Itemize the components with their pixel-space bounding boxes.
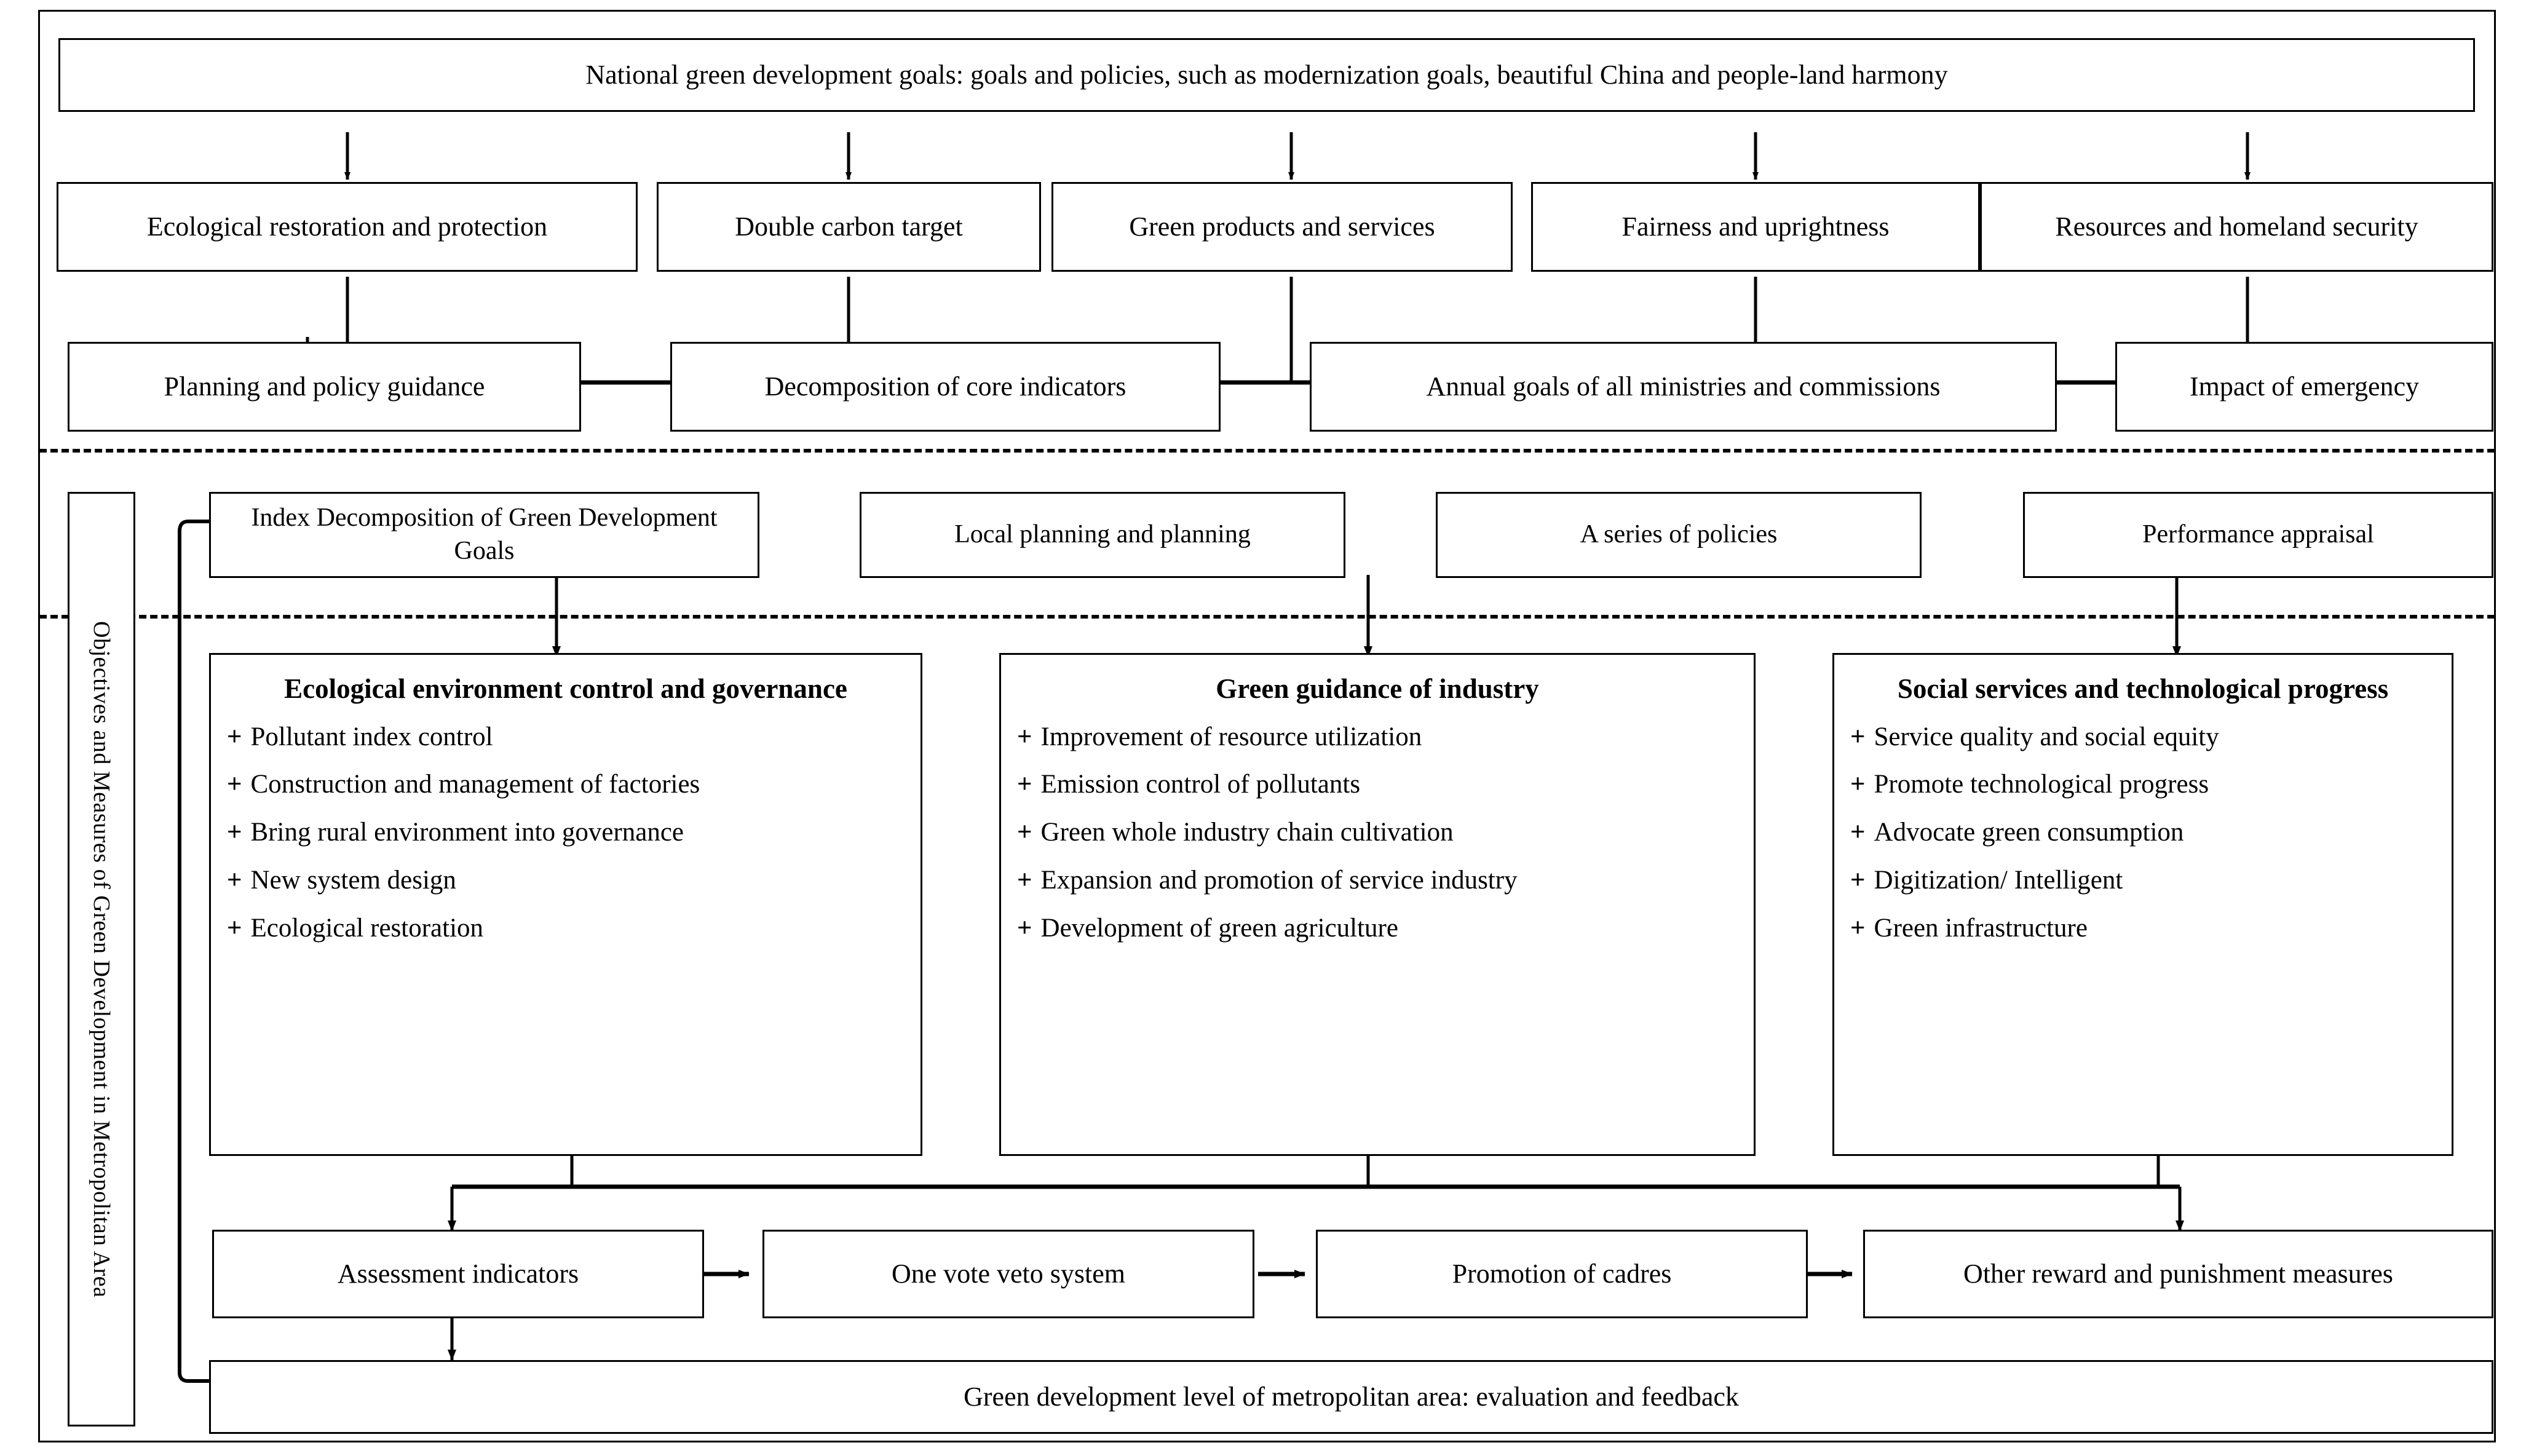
- instrument-box-annual-goals-ministries[interactable]: Annual goals of all ministries and commi…: [1310, 342, 2057, 432]
- goal-box-ecological-restoration[interactable]: Ecological restoration and protection: [57, 182, 638, 272]
- goal-box-label: Resources and homeland security: [2055, 211, 2418, 242]
- panel-green-guidance-of-industry[interactable]: Green guidance of industry + Improvement …: [999, 653, 1756, 1156]
- panel-item-label: Development of green agriculture: [1040, 913, 1398, 943]
- instrument-box-impact-of-emergency[interactable]: Impact of emergency: [2115, 342, 2493, 432]
- plus-icon: +: [1017, 865, 1032, 895]
- goal-box-resources-homeland-security[interactable]: Resources and homeland security: [1980, 182, 2493, 272]
- panel-item-label: Green infrastructure: [1874, 913, 2088, 943]
- plus-icon: +: [1850, 722, 1866, 751]
- panel-list-item: + Pollutant index control: [227, 721, 905, 754]
- top-banner-label: National green development goals: goals …: [585, 59, 1948, 90]
- panel-list-item: + New system design: [227, 864, 905, 897]
- local-box-local-planning[interactable]: Local planning and planning: [860, 492, 1345, 578]
- panel-list-item: + Digitization/ Intelligent: [1850, 864, 2436, 897]
- panel-list-item: + Emission control of pollutants: [1017, 768, 1738, 801]
- goal-box-double-carbon-target[interactable]: Double carbon target: [657, 182, 1041, 272]
- goal-box-fairness-uprightness[interactable]: Fairness and uprightness: [1531, 182, 1980, 272]
- panel-list-item: + Expansion and promotion of service indu…: [1017, 864, 1738, 897]
- bottom-banner: Green development level of metropolitan …: [209, 1360, 2493, 1434]
- panel-title: Green guidance of industry: [1216, 673, 1539, 704]
- bottom-banner-label: Green development level of metropolitan …: [964, 1381, 1739, 1412]
- panel-item-label: Bring rural environment into governance: [250, 818, 684, 847]
- dashed-separator-lower: [39, 615, 2495, 619]
- panel-ecological-environment-control[interactable]: Ecological environment control and gover…: [209, 653, 922, 1156]
- panel-item-label: Promote technological progress: [1874, 770, 2209, 799]
- local-box-label: A series of policies: [1580, 520, 1778, 549]
- goal-box-label: Fairness and uprightness: [1621, 211, 1890, 242]
- panel-list-item: + Development of green agriculture: [1017, 912, 1738, 945]
- panel-title: Ecological environment control and gover…: [284, 673, 847, 704]
- panel-item-label: Green whole industry chain cultivation: [1040, 818, 1454, 847]
- top-banner: National green development goals: goals …: [58, 38, 2475, 112]
- panel-item-list: + Pollutant index control + Construction a…: [227, 721, 905, 945]
- plus-icon: +: [1017, 913, 1032, 943]
- panel-item-label: Expansion and promotion of service indus…: [1040, 865, 1518, 895]
- panel-list-item: + Construction and management of factorie…: [227, 768, 905, 801]
- instrument-box-label: Impact of emergency: [2189, 371, 2419, 402]
- plus-icon: +: [227, 865, 242, 895]
- assessment-box-label: Promotion of cadres: [1452, 1258, 1672, 1289]
- panel-item-label: New system design: [250, 865, 456, 895]
- panel-list-item: + Service quality and social equity: [1850, 721, 2436, 754]
- plus-icon: +: [1850, 913, 1866, 943]
- panel-list-item: + Green infrastructure: [1850, 912, 2436, 945]
- panel-item-label: Digitization/ Intelligent: [1874, 865, 2123, 895]
- panel-item-label: Construction and management of factories: [250, 770, 700, 799]
- instrument-box-label: Annual goals of all ministries and commi…: [1426, 371, 1941, 402]
- panel-item-label: Improvement of resource utilization: [1040, 722, 1422, 751]
- instrument-box-planning-policy-guidance[interactable]: Planning and policy guidance: [68, 342, 581, 432]
- assessment-box-other-reward-punishment[interactable]: Other reward and punishment measures: [1863, 1230, 2493, 1318]
- plus-icon: +: [1017, 722, 1032, 751]
- panel-title: Social services and technological progre…: [1897, 673, 2389, 704]
- assessment-box-one-vote-veto-system[interactable]: One vote veto system: [762, 1230, 1254, 1318]
- panel-list-item: + Green whole industry chain cultivation: [1017, 816, 1738, 849]
- vertical-side-label: Objectives and Measures of Green Develop…: [68, 492, 135, 1426]
- plus-icon: +: [227, 818, 242, 847]
- local-box-index-decomposition[interactable]: Index Decomposition of Green Development…: [209, 492, 759, 578]
- local-box-performance-appraisal[interactable]: Performance appraisal: [2023, 492, 2493, 578]
- assessment-box-label: Assessment indicators: [337, 1258, 579, 1289]
- local-box-label: Index Decomposition of Green Development…: [251, 504, 718, 565]
- panel-list-item: + Bring rural environment into governance: [227, 816, 905, 849]
- panel-social-services-technological-progress[interactable]: Social services and technological progre…: [1832, 653, 2453, 1156]
- instrument-box-label: Planning and policy guidance: [164, 371, 485, 402]
- plus-icon: +: [1850, 865, 1866, 895]
- goal-box-label: Ecological restoration and protection: [146, 211, 548, 242]
- plus-icon: +: [1017, 770, 1032, 799]
- assessment-box-promotion-of-cadres[interactable]: Promotion of cadres: [1316, 1230, 1808, 1318]
- assessment-box-assessment-indicators[interactable]: Assessment indicators: [212, 1230, 704, 1318]
- vertical-side-label-text: Objectives and Measures of Green Develop…: [89, 620, 114, 1298]
- plus-icon: +: [227, 913, 242, 943]
- assessment-box-label: One vote veto system: [891, 1258, 1126, 1289]
- panel-list-item: + Improvement of resource utilization: [1017, 721, 1738, 754]
- plus-icon: +: [1850, 770, 1866, 799]
- dashed-separator-upper: [39, 449, 2495, 453]
- local-box-label: Performance appraisal: [2142, 520, 2374, 549]
- instrument-box-label: Decomposition of core indicators: [764, 371, 1126, 402]
- instrument-box-decomposition-core-indicators[interactable]: Decomposition of core indicators: [670, 342, 1221, 432]
- goal-box-green-products-services[interactable]: Green products and services: [1051, 182, 1513, 272]
- local-box-label: Local planning and planning: [954, 520, 1251, 549]
- plus-icon: +: [227, 770, 242, 799]
- local-box-series-of-policies[interactable]: A series of policies: [1436, 492, 1922, 578]
- panel-item-label: Ecological restoration: [250, 913, 484, 943]
- plus-icon: +: [227, 722, 242, 751]
- goal-box-label: Green products and services: [1129, 211, 1435, 242]
- panel-list-item: + Ecological restoration: [227, 912, 905, 945]
- panel-item-label: Emission control of pollutants: [1040, 770, 1361, 799]
- panel-item-label: Advocate green consumption: [1874, 818, 2184, 847]
- plus-icon: +: [1017, 818, 1032, 847]
- panel-item-label: Service quality and social equity: [1874, 722, 2219, 751]
- assessment-box-label: Other reward and punishment measures: [1963, 1258, 2393, 1289]
- panel-list-item: + Promote technological progress: [1850, 768, 2436, 801]
- panel-item-list: + Improvement of resource utilization + Em…: [1017, 721, 1738, 945]
- plus-icon: +: [1850, 818, 1866, 847]
- panel-list-item: + Advocate green consumption: [1850, 816, 2436, 849]
- panel-item-list: + Service quality and social equity + Prom…: [1850, 721, 2436, 945]
- panel-item-label: Pollutant index control: [250, 722, 493, 751]
- goal-box-label: Double carbon target: [735, 211, 963, 242]
- figure-outer-frame: [38, 10, 2496, 1442]
